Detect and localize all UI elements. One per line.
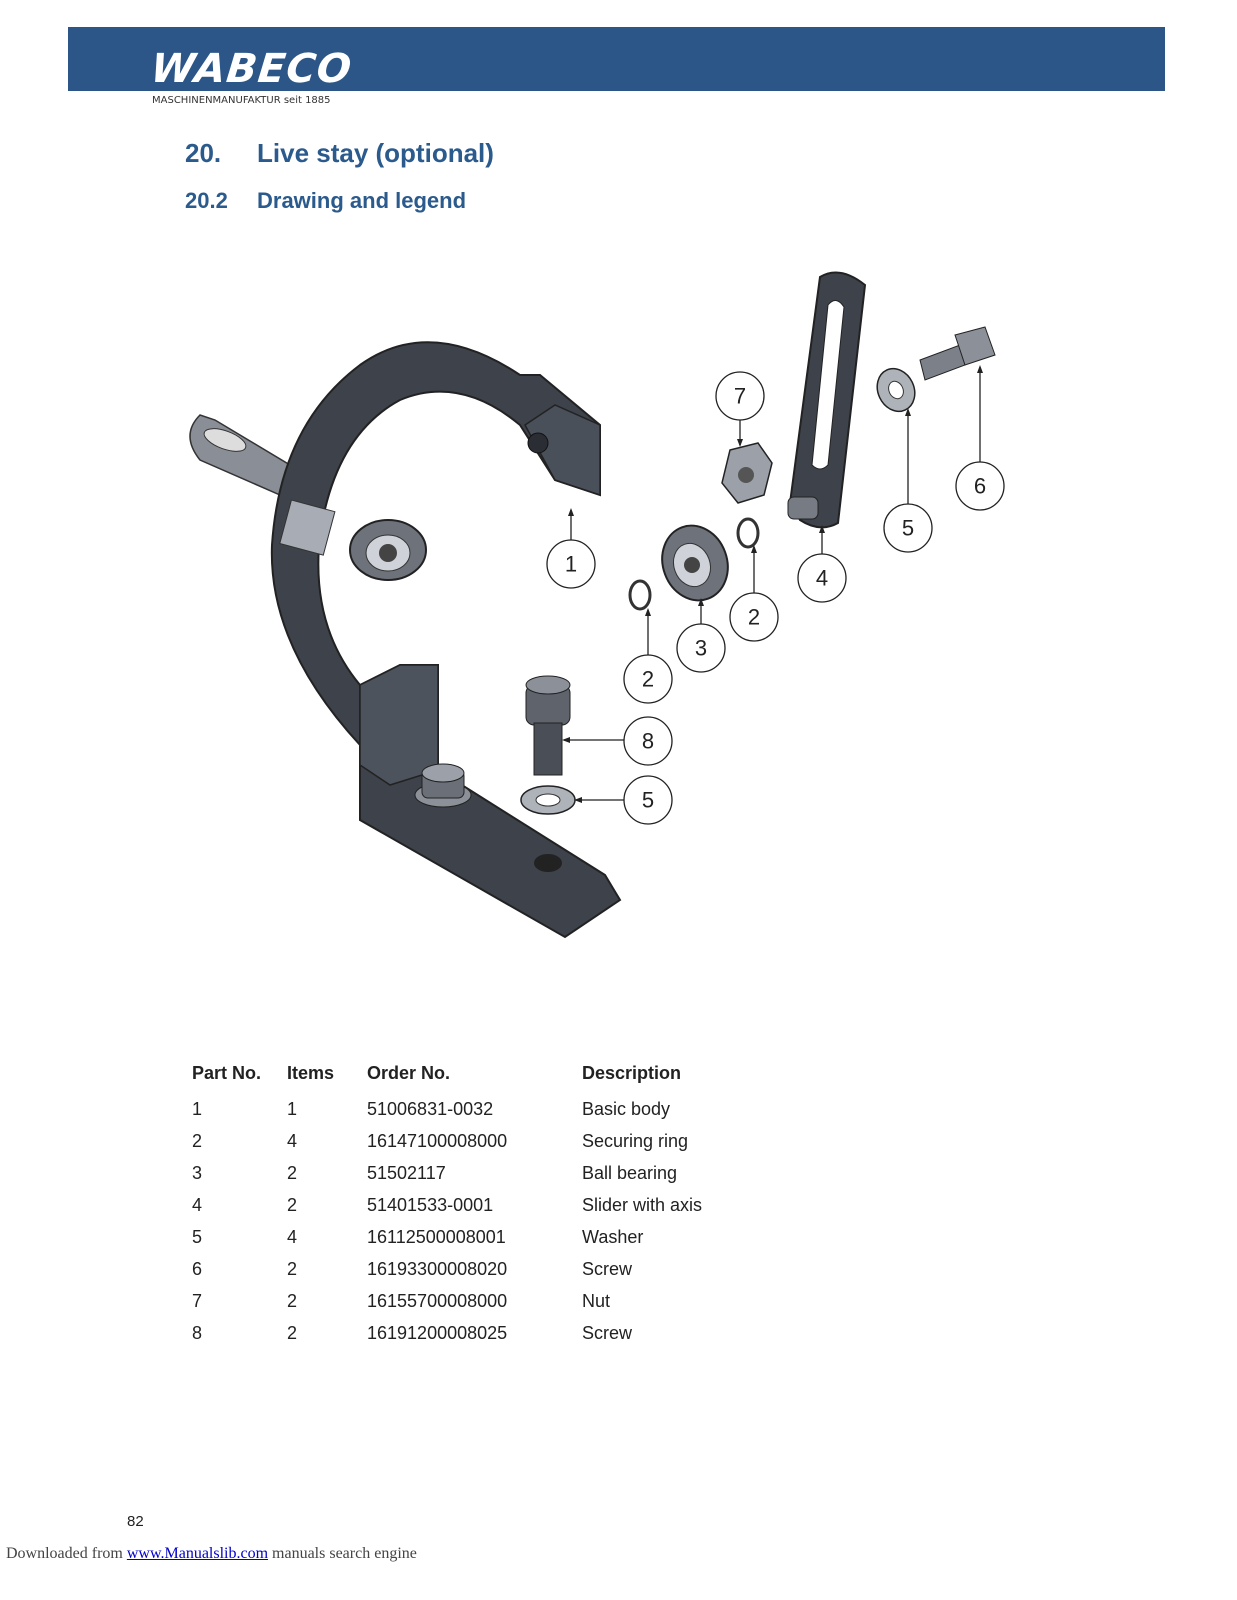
cell-items: 1 xyxy=(287,1098,298,1119)
svg-text:5: 5 xyxy=(902,516,914,541)
cell-part-no: 7 xyxy=(192,1290,203,1311)
svg-text:3: 3 xyxy=(695,636,707,661)
table-row: 5 4 16112500008001 Washer xyxy=(186,1221,842,1253)
cell-items: 2 xyxy=(287,1322,298,1343)
callout-4: 4 xyxy=(797,553,847,603)
section-heading: 20. Live stay (optional) xyxy=(185,138,494,169)
callout-2-right: 2 xyxy=(729,592,779,642)
svg-text:2: 2 xyxy=(642,667,654,692)
callout-5-top: 5 xyxy=(883,503,933,553)
subsection-title: Drawing and legend xyxy=(257,188,467,213)
cell-order-no: 16193300008020 xyxy=(367,1258,508,1279)
cell-description: Washer xyxy=(582,1226,644,1247)
svg-text:5: 5 xyxy=(642,788,654,813)
cell-part-no: 8 xyxy=(192,1322,203,1343)
cell-part-no: 3 xyxy=(192,1162,203,1183)
cell-order-no: 16191200008025 xyxy=(367,1322,508,1343)
cell-order-no: 51502117 xyxy=(367,1162,446,1183)
footer-prefix: Downloaded from xyxy=(6,1545,127,1562)
table-header-row: Part No. Items Order No. Description xyxy=(186,1062,842,1093)
cell-items: 2 xyxy=(287,1194,298,1215)
svg-text:8: 8 xyxy=(642,729,654,754)
cell-description: Securing ring xyxy=(582,1130,689,1151)
table-row: 8 2 16191200008025 Screw xyxy=(186,1317,842,1349)
cell-order-no: 51401533-0001 xyxy=(367,1194,494,1215)
header-description: Description xyxy=(582,1062,682,1083)
cell-part-no: 2 xyxy=(192,1130,203,1151)
page-number: 82 xyxy=(127,1513,144,1530)
cell-description: Basic body xyxy=(582,1098,671,1119)
svg-text:6: 6 xyxy=(974,474,986,499)
svg-text:2: 2 xyxy=(748,605,760,630)
callout-3: 3 xyxy=(676,623,726,673)
cell-description: Screw xyxy=(582,1258,633,1279)
table-row: 4 2 51401533-0001 Slider with axis xyxy=(186,1189,842,1221)
cell-part-no: 1 xyxy=(192,1098,203,1119)
svg-text:1: 1 xyxy=(565,552,577,577)
cell-description: Nut xyxy=(582,1290,611,1311)
cell-items: 2 xyxy=(287,1162,298,1183)
table-row: 3 2 51502117 Ball bearing xyxy=(186,1157,842,1189)
table-row: 6 2 16193300008020 Screw xyxy=(186,1253,842,1285)
download-footer: Downloaded from www.Manualslib.com manua… xyxy=(6,1545,417,1563)
header-order-no: Order No. xyxy=(367,1062,451,1083)
table-row: 7 2 16155700008000 Nut xyxy=(186,1285,842,1317)
cell-part-no: 6 xyxy=(192,1258,203,1279)
cell-description: Slider with axis xyxy=(582,1194,703,1215)
header-part-no: Part No. xyxy=(192,1062,262,1083)
cell-items: 4 xyxy=(287,1226,298,1247)
header-bar xyxy=(68,27,1165,91)
cell-order-no: 16147100008000 xyxy=(367,1130,508,1151)
cell-order-no: 16112500008001 xyxy=(367,1226,506,1247)
table-row: 2 4 16147100008000 Securing ring xyxy=(186,1125,842,1157)
callout-8: 8 xyxy=(623,716,673,766)
cell-items: 2 xyxy=(287,1290,298,1311)
callout-2-left: 2 xyxy=(623,654,673,704)
cell-description: Screw xyxy=(582,1322,633,1343)
header-items: Items xyxy=(287,1062,335,1083)
logo-tagline: MASCHINENMANUFAKTUR seit 1885 xyxy=(152,95,331,106)
cell-part-no: 4 xyxy=(192,1194,203,1215)
cell-description: Ball bearing xyxy=(582,1162,678,1183)
callout-7: 7 xyxy=(715,371,765,421)
cell-items: 4 xyxy=(287,1130,298,1151)
subsection-heading: 20.2 Drawing and legend xyxy=(185,188,466,214)
subsection-number: 20.2 xyxy=(185,188,228,213)
svg-text:4: 4 xyxy=(816,566,828,591)
exploded-drawing: 1 2 3 2 4 5 6 7 8 5 xyxy=(189,271,1005,939)
svg-text:7: 7 xyxy=(734,384,746,409)
footer-suffix: manuals search engine xyxy=(268,1545,417,1562)
section-title: Live stay (optional) xyxy=(257,138,494,168)
callout-5-bottom: 5 xyxy=(623,775,673,825)
table-row: 1 1 51006831-0032 Basic body xyxy=(186,1093,842,1125)
cell-items: 2 xyxy=(287,1258,298,1279)
cell-order-no: 51006831-0032 xyxy=(367,1098,494,1119)
manualslib-link[interactable]: www.Manualslib.com xyxy=(126,1545,269,1562)
callout-6: 6 xyxy=(955,461,1005,511)
cell-order-no: 16155700008000 xyxy=(367,1290,508,1311)
callout-1: 1 xyxy=(546,539,596,589)
cell-part-no: 5 xyxy=(192,1226,203,1247)
parts-legend-table: Part No. Items Order No. Description 1 1 5… xyxy=(186,1062,842,1349)
wabeco-logo: WABECO xyxy=(148,46,355,92)
section-number: 20. xyxy=(185,138,222,168)
